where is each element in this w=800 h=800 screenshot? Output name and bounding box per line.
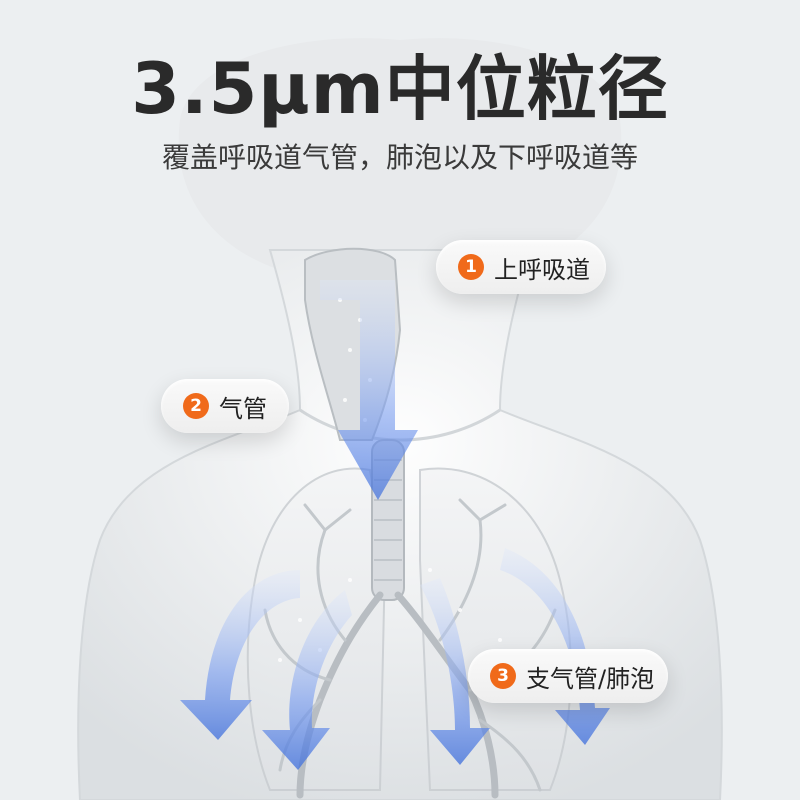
airflow-arrow-left-outer — [180, 570, 300, 740]
label-upper-airway: 1 上呼吸道 — [436, 240, 606, 294]
page-title: 3.5μm中位粒径 — [131, 48, 669, 130]
label-bronchi-alveoli: 3 支气管/肺泡 — [468, 649, 668, 703]
number-badge-1: 1 — [458, 254, 484, 280]
airflow-arrow-right-inner — [420, 578, 490, 765]
airflow-arrow-left-inner — [262, 590, 352, 770]
label-text-bronchi-alveoli: 支气管/肺泡 — [526, 664, 655, 693]
page-subtitle: 覆盖呼吸道气管，肺泡以及下呼吸道等 — [161, 141, 638, 174]
label-trachea: 2 气管 — [161, 379, 289, 433]
airflow-arrow-trachea — [320, 280, 418, 500]
label-text-upper-airway: 上呼吸道 — [494, 255, 590, 284]
label-text-trachea: 气管 — [219, 394, 267, 423]
number-badge-3: 3 — [490, 663, 516, 689]
number-badge-2: 2 — [183, 393, 209, 419]
head-silhouette — [178, 38, 622, 270]
